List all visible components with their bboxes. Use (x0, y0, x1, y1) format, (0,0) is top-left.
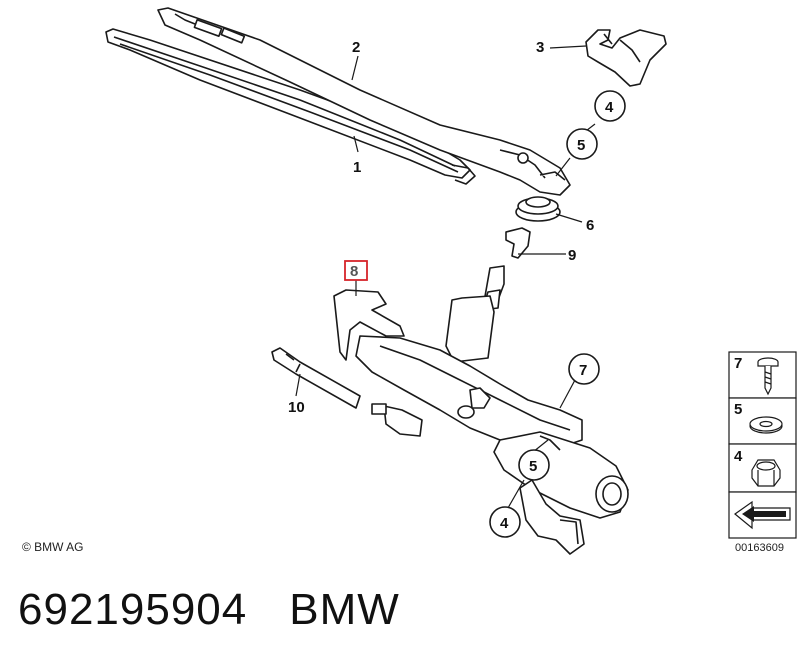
highlight-box (344, 260, 368, 281)
callout-circle-4-top (594, 90, 626, 122)
callout-7: 7 (579, 362, 587, 379)
part-number: 692195904 (18, 585, 248, 634)
callout-4-top: 4 (605, 99, 614, 116)
callout-10: 10 (288, 399, 305, 416)
legend-label-5: 5 (734, 401, 742, 418)
legend-label-7: 7 (734, 355, 742, 372)
spray-nozzle-hose (271, 347, 361, 409)
legend-label-4: 4 (734, 448, 743, 465)
callout-circle-7 (568, 353, 600, 385)
wiper-motor (333, 265, 629, 555)
callout-circle-5-top (566, 128, 598, 160)
callout-4-bottom: 4 (500, 515, 509, 532)
screw-icon (757, 357, 779, 396)
callout-9: 9 (568, 247, 576, 264)
callout-6: 6 (586, 217, 594, 234)
wiper-blade (105, 28, 476, 185)
callout-8: 8 (350, 263, 358, 280)
callout-5-bottom: 5 (529, 458, 537, 475)
callout-3: 3 (536, 39, 544, 56)
footer-caption: 692195904 BMW (18, 585, 442, 635)
arm-cover-cap (585, 29, 667, 87)
callout-2: 2 (352, 39, 360, 56)
document-number: 00163609 (735, 542, 784, 554)
washer-icon (749, 416, 783, 434)
clip-part (505, 227, 531, 259)
grommet (515, 196, 561, 222)
callout-circle-4-bottom (489, 506, 521, 538)
callout-1: 1 (353, 159, 361, 176)
callout-circle-5-bottom (518, 449, 550, 481)
callout-5-top: 5 (577, 137, 585, 154)
copyright-notice: © BMW AG (22, 540, 84, 554)
direction-arrow-icon (734, 500, 791, 530)
brand-name: BMW (289, 585, 400, 634)
wiper-arm (157, 7, 571, 196)
nut-icon (751, 459, 781, 487)
